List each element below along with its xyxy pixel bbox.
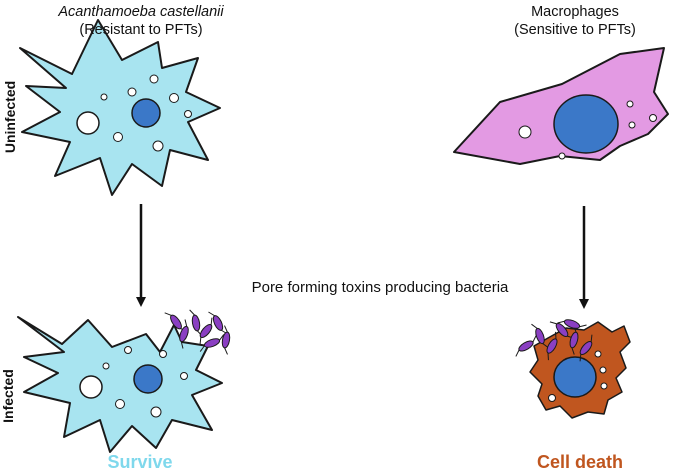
macrophage-dying [529,321,631,419]
bacterium [579,334,593,362]
vacuole [518,125,532,139]
vacuole [150,406,162,418]
bacterium [164,312,188,332]
vacuole [548,394,556,402]
vacuole [152,140,164,152]
amoeba-infected [17,316,223,453]
vacuole [628,121,636,129]
bacterium [557,319,587,329]
macrophage-name-label: Macrophages [531,4,619,20]
vacuole [594,350,602,358]
bacterium [199,317,213,345]
vacuole [100,93,108,101]
amoeba-infected-body [17,316,223,453]
bacterium [549,321,575,339]
vacuole [599,366,607,374]
vacuole [113,132,123,142]
bacterium [569,325,579,355]
bacterium [189,309,203,337]
vacuole [124,346,132,354]
macrophage-outcome-label: Cell death [536,452,624,472]
amoeba-uninfected-body [19,19,221,196]
amoeba-resistance-label: (Resistant to PFTs) [79,22,203,38]
bacterium [179,319,189,349]
row-label-uninfected: Uninfected [2,80,18,154]
vacuole [149,74,159,84]
vacuole [76,111,100,135]
bacterium [221,325,231,355]
bacterium [546,331,558,361]
amoeba-uninfected-nucleus [131,98,161,128]
amoeba-infected-nucleus [133,364,163,394]
bacteria-cluster-amoeba [164,309,231,355]
vacuole [115,399,125,409]
amoeba-name-label: Acanthamoeba castellanii [58,4,224,20]
row-label-infected: Infected [0,369,16,423]
amoeba-outcome-label: Survive [107,452,173,472]
vacuole [102,362,110,370]
amoeba-uninfected [19,19,221,196]
macrophage-nucleus [553,94,619,154]
vacuole [626,100,634,108]
vacuole [649,114,657,122]
macrophage-dying-nucleus [553,356,597,398]
bacterium [199,334,225,352]
bacterium [515,335,537,357]
bacteria-cluster-macrophage [515,319,593,362]
macrophage-sensitivity-label: (Sensitive to PFTs) [514,22,636,38]
vacuole [180,372,188,380]
vacuole [169,93,179,103]
vacuole [600,382,608,390]
vacuole [184,110,192,118]
vacuole [127,87,137,97]
macrophage-uninfected [453,47,669,165]
vacuole [159,350,167,358]
vacuole [79,375,103,399]
vacuole [558,152,566,160]
center-caption: Pore forming toxins producing bacteria [251,279,509,296]
